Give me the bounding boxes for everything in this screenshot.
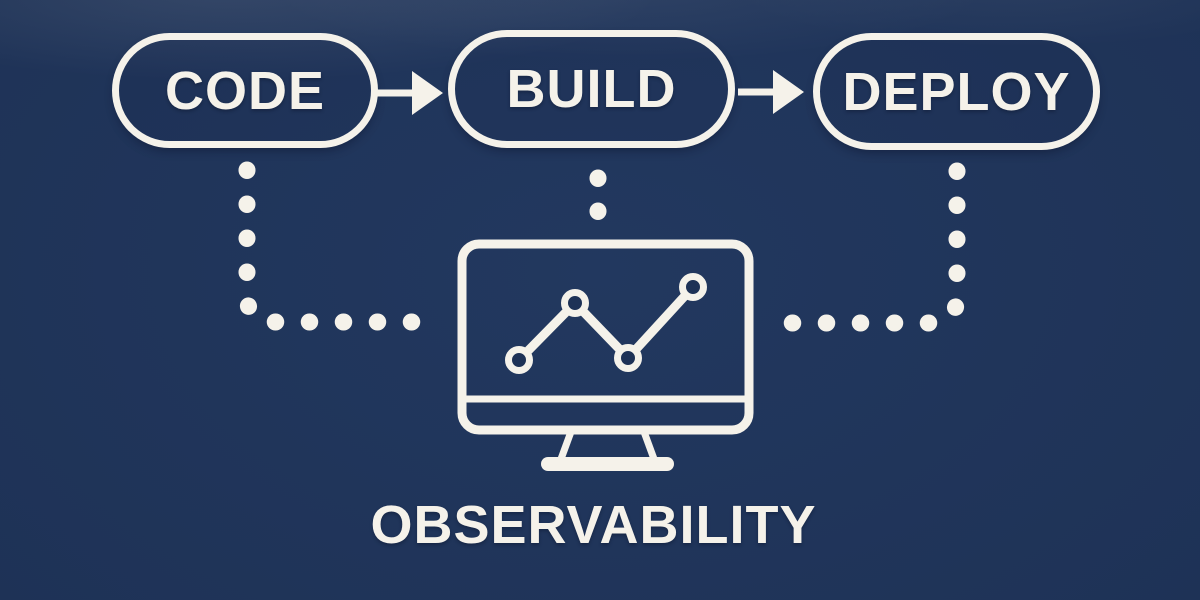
stage-label-code: CODE (164, 60, 325, 121)
stage-pill-deploy: DEPLOY (813, 33, 1100, 150)
stage-label-deploy: DEPLOY (842, 61, 1071, 122)
stage-label-build: BUILD (506, 59, 677, 119)
chart-node (614, 344, 642, 372)
arrow-right-icon (738, 70, 804, 114)
observability-label: OBSERVABILITY (370, 495, 817, 555)
monitor-line-chart-icon (457, 239, 754, 471)
chart-node (561, 289, 589, 317)
chart-node (505, 346, 533, 374)
line-chart-path (514, 282, 698, 365)
dotted-connector-right (777, 162, 966, 332)
arrow-right-icon (377, 71, 443, 115)
chart-node (679, 273, 707, 301)
dotted-connector-left (238, 161, 433, 331)
stage-pill-code: CODE (112, 33, 378, 148)
stage-pill-build: BUILD (448, 30, 735, 148)
